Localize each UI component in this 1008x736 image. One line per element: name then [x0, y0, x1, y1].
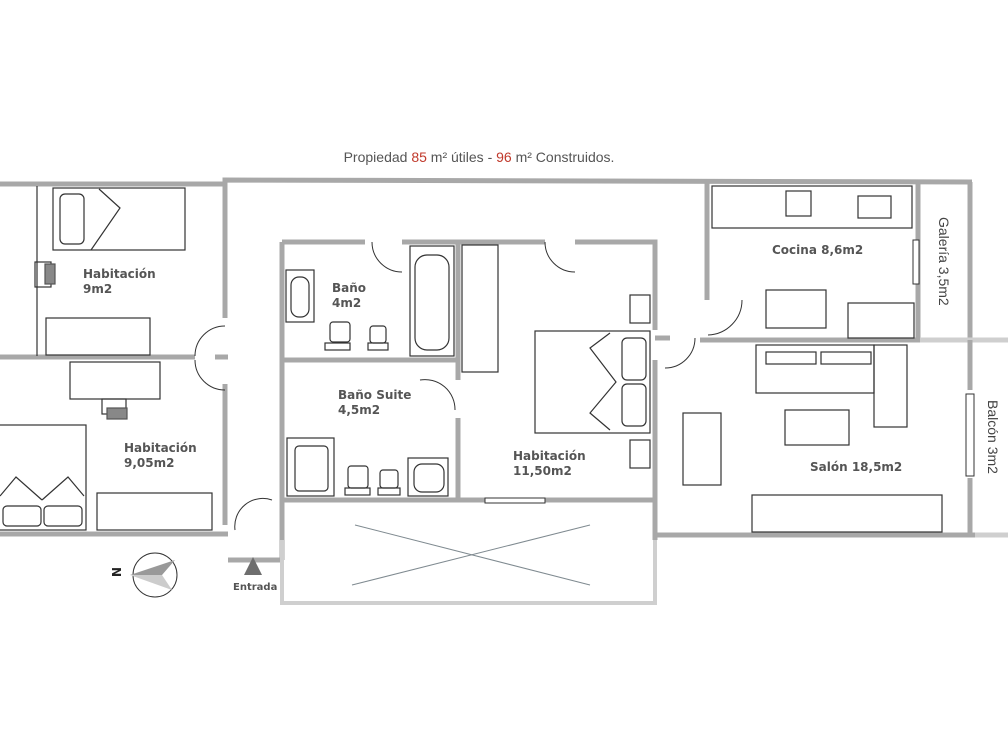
terrace-cross: [351, 524, 591, 586]
room-label-galeria: Galería 3,5m2: [936, 217, 952, 306]
compass-north-label: N: [109, 566, 124, 578]
entrance-arrow-icon: [244, 557, 262, 575]
entrance-label: Entrada: [233, 582, 278, 593]
door-swings: [194, 241, 743, 531]
furniture: [0, 185, 943, 533]
room-label-balcon: Balcón 3m2: [985, 400, 1001, 474]
room-label-salon: Salón 18,5m2: [810, 460, 903, 474]
room-label-cocina: Cocina 8,6m2: [772, 243, 864, 257]
compass-icon: [130, 552, 178, 598]
windows: [484, 239, 975, 504]
walls: [0, 177, 1008, 605]
property-area-title: Propiedad 85 m² útiles - 96 m² Construid…: [343, 149, 615, 165]
